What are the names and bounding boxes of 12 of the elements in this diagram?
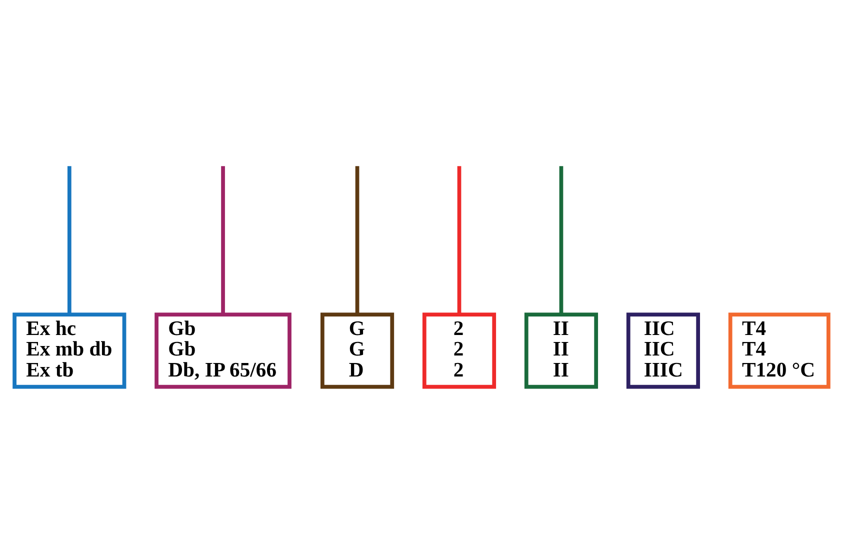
connector [67, 166, 72, 314]
node-box: Ex hc Ex mb db Ex tb [12, 312, 126, 388]
node-box: 2 2 2 [422, 312, 496, 388]
connector [559, 166, 564, 314]
node-box: T4 T4 T120 °C [728, 312, 830, 388]
connector [355, 166, 360, 314]
node-box: G G D [320, 312, 394, 388]
connector [221, 166, 225, 314]
node-box: Gb Gb Db, IP 65/66 [154, 312, 292, 388]
node-box: IIC IIC IIIC [626, 312, 700, 388]
connector [457, 166, 462, 314]
node-box: II II II [524, 312, 598, 388]
